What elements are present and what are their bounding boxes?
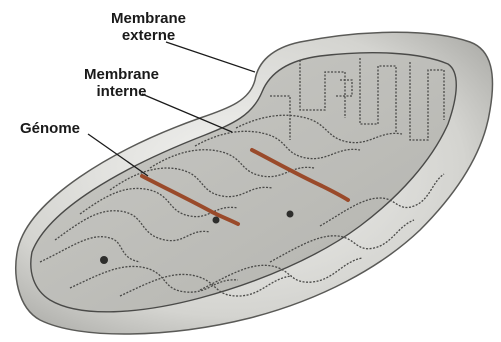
granule [100,256,108,264]
label-outer-membrane-line1: Membrane [111,10,186,27]
label-outer-membrane-line2: externe [111,27,186,44]
granule [213,217,220,224]
label-inner-membrane-line1: Membrane [84,66,159,83]
leader-line-outer [166,42,255,72]
granule [287,211,294,218]
label-inner-membrane-line2: interne [84,83,159,100]
label-inner-membrane: Membrane interne [84,66,159,100]
label-outer-membrane: Membrane externe [111,10,186,44]
label-genome: Génome [20,120,80,137]
